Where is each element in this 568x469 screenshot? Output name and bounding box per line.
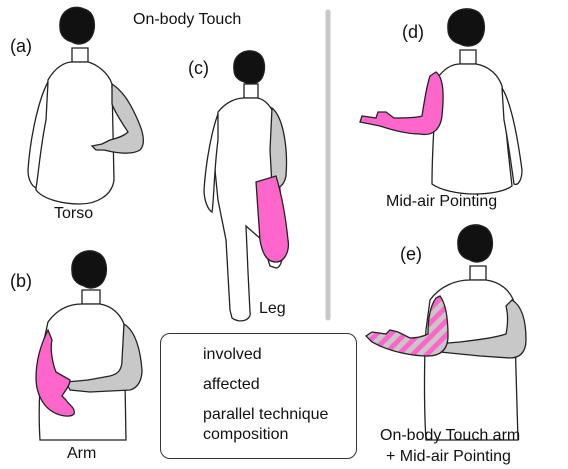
caption-midair: Mid-air Pointing [386, 193, 497, 211]
figure-combined [366, 225, 526, 440]
hair [60, 7, 95, 44]
neck [72, 48, 88, 62]
legend-label-parallel-line1: parallel technique [203, 406, 328, 424]
caption-arm: Arm [67, 445, 96, 463]
legend-label-affected: affected [203, 376, 260, 394]
hair [72, 251, 107, 288]
neck [470, 266, 486, 280]
hair [234, 51, 265, 84]
legend-label-involved: involved [203, 346, 262, 364]
hair [458, 225, 493, 262]
body [432, 64, 512, 194]
figure-arm [36, 251, 142, 440]
caption-combined-line2: + Mid-air Pointing [386, 448, 511, 466]
affected-leg [256, 176, 288, 262]
panel-letter-b: (b) [10, 271, 32, 292]
caption-combined-line1: On-body Touch arm [380, 427, 520, 445]
hair [448, 9, 485, 46]
parallel-arm [366, 296, 448, 356]
left-arm [204, 114, 218, 212]
caption-leg: Leg [259, 300, 286, 318]
panel-letter-d: (d) [402, 22, 424, 43]
panel-letter-c: (c) [188, 58, 209, 79]
panel-letter-e: (e) [400, 244, 422, 265]
figure-midair [360, 9, 522, 194]
caption-torso: Torso [54, 205, 93, 223]
panel-letter-a: (a) [10, 36, 32, 57]
involved-arm [270, 108, 286, 188]
neck [460, 50, 476, 64]
legend-label-parallel-line2: composition [203, 426, 288, 444]
neck [244, 84, 258, 98]
header-title: On-body Touch [133, 11, 241, 29]
neck [82, 290, 100, 304]
figure-torso [28, 7, 143, 204]
figure-leg [204, 51, 288, 321]
affected-arm [360, 72, 443, 134]
